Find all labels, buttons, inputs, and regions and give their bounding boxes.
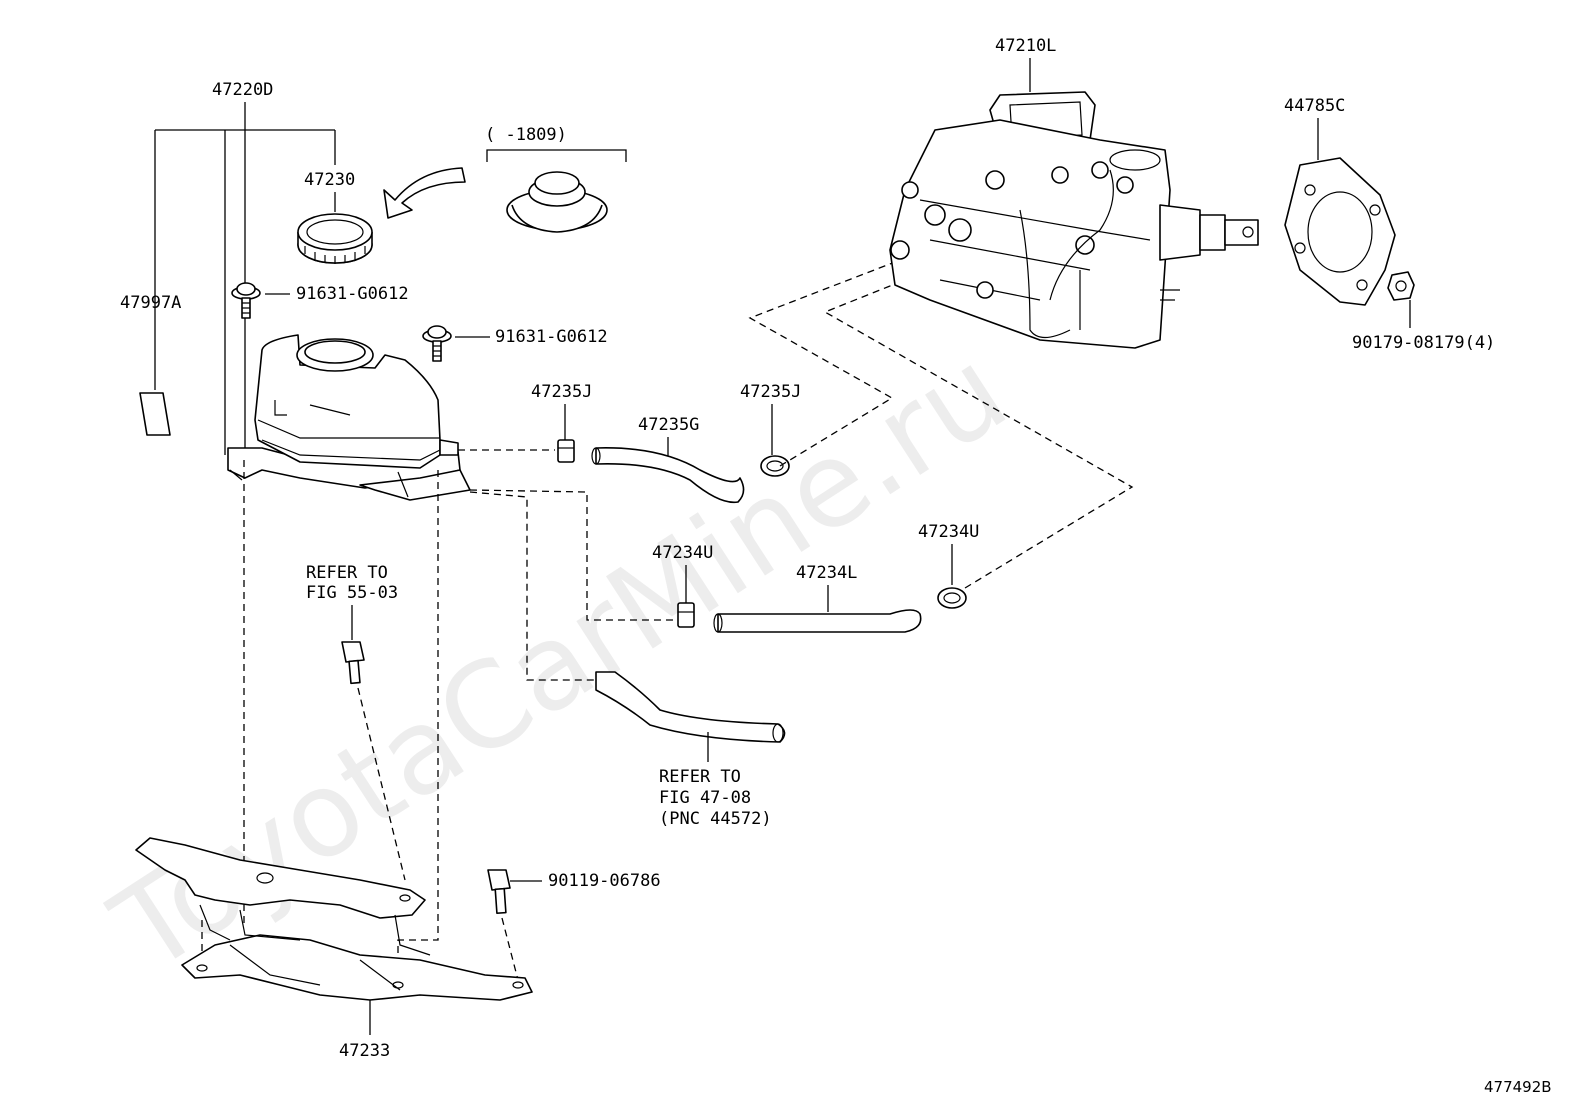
refer-55-03-group: REFER TO FIG 55-03 (306, 563, 406, 881)
clip-47234U-right: 47234U (918, 522, 979, 609)
clip-47234U-left: 47234U (652, 543, 713, 628)
cap-range-label: ( -1809) (485, 125, 567, 145)
figure-id: 477492B (1484, 1078, 1552, 1096)
bolt-91631-right: 91631-G0612 (422, 325, 608, 362)
hose-47235G: 47235G (591, 415, 745, 504)
part-label-47235J-a[interactable]: 47235J (531, 382, 592, 402)
part-label-91631-G0612-b[interactable]: 91631-G0612 (495, 327, 608, 347)
reservoir-cap: 47230 (297, 170, 373, 264)
part-label-47220D[interactable]: 47220D (212, 80, 273, 100)
part-label-47233[interactable]: 47233 (339, 1041, 390, 1061)
part-label-91631-G0612-a[interactable]: 91631-G0612 (296, 284, 409, 304)
label-sticker: 47997A (120, 293, 181, 436)
reservoir-tank (227, 334, 471, 501)
gasket-44785C: 44785C (1284, 96, 1396, 306)
clip-47235J-left: 47235J (531, 382, 592, 463)
alt-cap-group: ( -1809) (485, 125, 627, 233)
reservoir-label-group: 47220D (154, 80, 336, 455)
refer-55-line2: FIG 55-03 (306, 583, 398, 603)
part-label-47234L[interactable]: 47234L (796, 563, 857, 583)
refer-47-line1: REFER TO (659, 767, 741, 787)
hose-47234L: 47234L (713, 563, 922, 633)
clip-47235J-right: 47235J (740, 382, 801, 477)
part-label-47234U-b[interactable]: 47234U (918, 522, 979, 542)
bracket-47233: 47233 (135, 837, 533, 1061)
actuator-47210L: 47210L (889, 36, 1259, 349)
refer-47-line3: (PNC 44572) (659, 809, 772, 829)
hose-refer-47-08: REFER TO FIG 47-08 (PNC 44572) (595, 671, 786, 829)
part-label-47235G[interactable]: 47235G (638, 415, 699, 435)
nut-90179: 90179-08179(4) (1352, 271, 1495, 353)
part-label-47210L[interactable]: 47210L (995, 36, 1056, 56)
part-label-90119-06786[interactable]: 90119-06786 (548, 871, 661, 891)
part-label-44785C[interactable]: 44785C (1284, 96, 1345, 116)
part-label-47997A[interactable]: 47997A (120, 293, 181, 313)
part-label-47234U-a[interactable]: 47234U (652, 543, 713, 563)
part-label-47235J-b[interactable]: 47235J (740, 382, 801, 402)
refer-55-line1: REFER TO (306, 563, 388, 583)
bolt-91631-left: 91631-G0612 (231, 282, 409, 319)
bolt-90119: 90119-06786 (487, 869, 661, 981)
refer-47-line2: FIG 47-08 (659, 788, 751, 808)
part-label-47230[interactable]: 47230 (304, 170, 355, 190)
arrow-icon (383, 167, 466, 219)
part-label-90179-08179[interactable]: 90179-08179(4) (1352, 333, 1495, 353)
